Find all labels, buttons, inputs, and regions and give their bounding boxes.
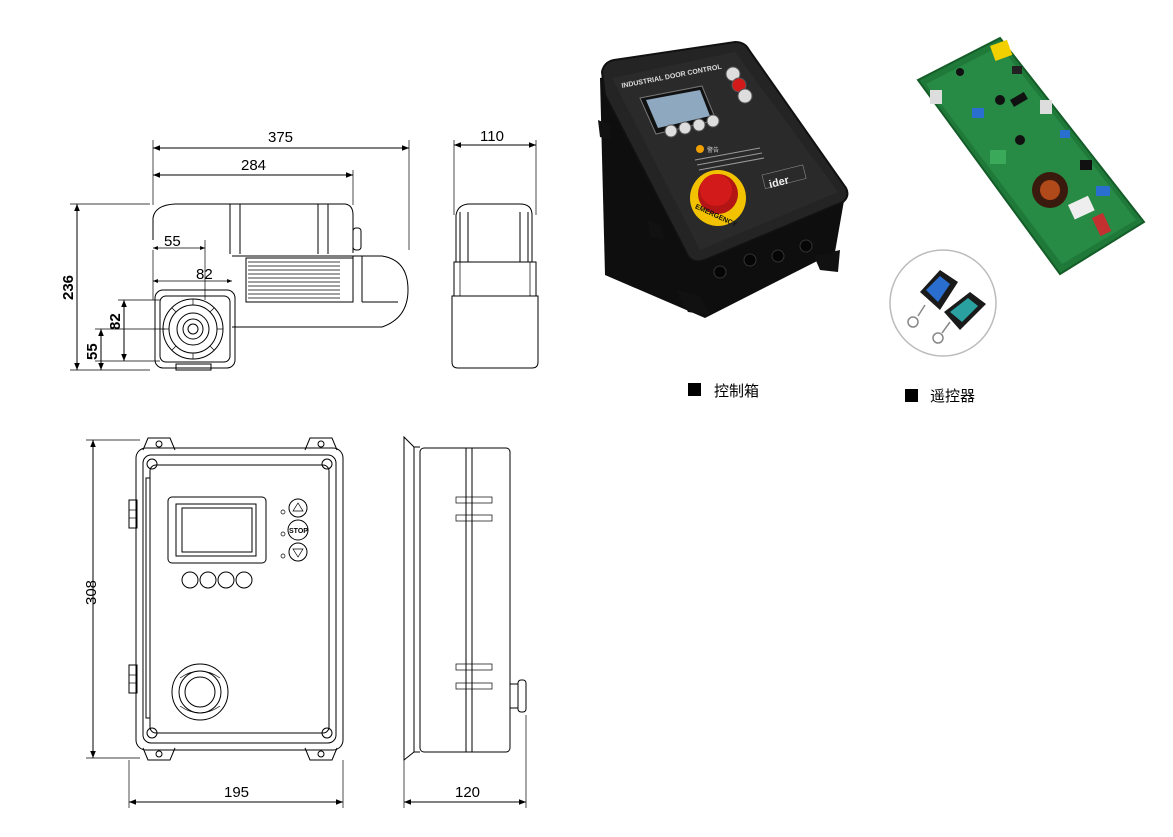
caption-remote: 遥控器 [905, 387, 975, 405]
pcb-photo [916, 36, 1146, 276]
dim-236-label: 236 [60, 275, 77, 300]
control-box-photo: INDUSTRIAL DOOR CONTROL 警告 ider EMERGENC… [598, 40, 849, 318]
warning-label: 警告 [707, 146, 719, 154]
remote-photo [889, 249, 997, 357]
caption-control-box-label: 控制箱 [714, 382, 759, 400]
caption-bullet [688, 383, 701, 396]
dim-82-left-label: 82 [107, 313, 124, 330]
dim-110-label: 110 [480, 128, 504, 145]
caption-remote-label: 遥控器 [930, 387, 975, 405]
dim-55-top-label: 55 [164, 233, 181, 250]
dim-195-label: 195 [224, 784, 249, 801]
dim-55-left-label: 55 [84, 343, 101, 360]
motor-fins [248, 261, 340, 299]
motor-front-view: 375 284 55 82 [60, 129, 410, 371]
control-box-front-drawing: STOP 308 195 [83, 437, 344, 808]
gear-teeth [163, 299, 223, 359]
brand-logo: ider [768, 174, 791, 191]
dim-120-label: 120 [455, 784, 480, 801]
control-box-side-drawing: 120 [403, 435, 527, 808]
dim-375-label: 375 [268, 129, 293, 146]
caption-control-box: 控制箱 [688, 382, 759, 400]
svg-text:STOP: STOP [289, 528, 308, 535]
motor-side-view: 110 [451, 128, 539, 369]
dim-308-label: 308 [83, 580, 100, 605]
dim-82-top-label: 82 [196, 266, 213, 283]
dim-284-label: 284 [241, 157, 266, 174]
caption-bullet [905, 389, 918, 402]
